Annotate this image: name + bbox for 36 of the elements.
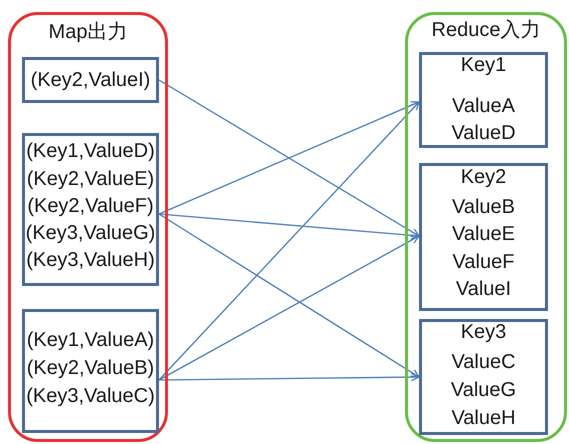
value-label: ValueA: [452, 94, 515, 118]
value-label: ValueE: [452, 222, 515, 248]
value-label: ValueG: [450, 378, 516, 403]
key-value-pair: (Key3,ValueC): [26, 384, 155, 409]
panel-title: Map出力: [48, 20, 128, 45]
arrow: [158, 213, 420, 240]
key-value-pair: (Key2,ValueI): [30, 68, 150, 92]
key-value-pair: (Key2,ValueE): [26, 166, 154, 192]
key-label: Key3: [460, 320, 506, 345]
group-panel: [8, 12, 168, 442]
arrow: [158, 101, 420, 380]
key-value-pair: (Key1,ValueD): [26, 139, 155, 164]
key-value-pair: (Key2,ValueF): [27, 194, 154, 219]
record-box: [22, 57, 159, 103]
value-label: ValueH: [451, 406, 516, 431]
key-value-pair: (Key3,ValueG): [26, 220, 156, 246]
value-label: ValueF: [452, 250, 514, 275]
panel-title: Reduce入力: [432, 18, 540, 43]
record-box: [22, 133, 159, 286]
value-label: ValueI: [456, 277, 512, 302]
key-group-box: [419, 163, 548, 311]
record-box: [22, 309, 159, 433]
key-value-pair: (Key2,ValueB): [26, 356, 154, 381]
arrow: [159, 372, 420, 382]
value-label: ValueC: [451, 350, 516, 375]
key-value-pair: (Key1,ValueA): [26, 328, 154, 353]
key-group-box: [419, 319, 548, 435]
value-label: ValueB: [452, 194, 515, 220]
key-value-pair: (Key3,ValueH): [26, 248, 155, 274]
group-panel: [405, 12, 567, 442]
value-label: ValueD: [451, 120, 516, 146]
arrow: [158, 79, 420, 237]
key-label: Key2: [460, 165, 506, 190]
key-label: Key1: [460, 52, 506, 78]
arrow: [158, 101, 420, 215]
key-group-box: [419, 52, 548, 148]
